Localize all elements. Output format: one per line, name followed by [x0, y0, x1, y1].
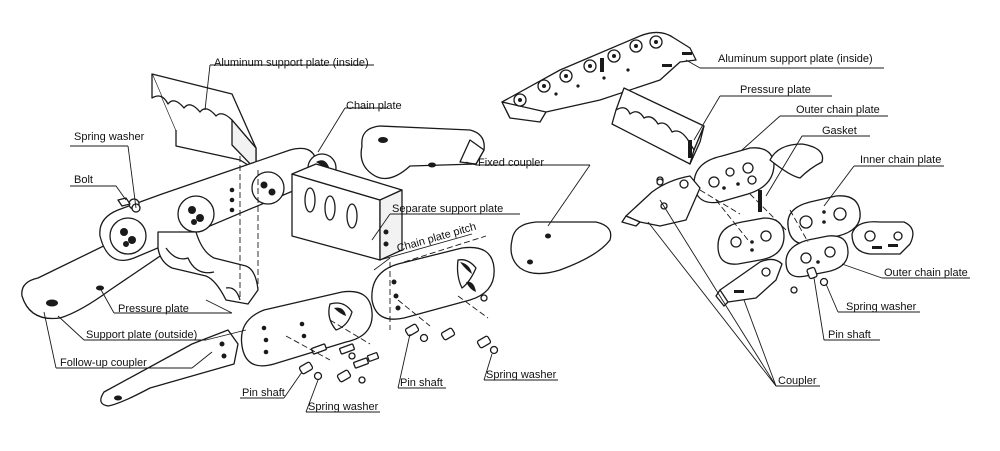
- label-fixed-coupler: Fixed coupler: [478, 157, 544, 169]
- spring-washer-icon: [313, 294, 499, 384]
- label-aluminum-support-plate-inside: Aluminum support plate (inside): [214, 57, 369, 69]
- label-pin-shaft-right: Pin shaft: [828, 329, 871, 341]
- right-middle-plates: [717, 217, 849, 278]
- label-support-plate-outside: Support plate (outside): [86, 329, 197, 341]
- left-fixed-coupler-upper: [360, 125, 485, 180]
- label-spring-washer-a: Spring washer: [308, 401, 379, 413]
- label-gasket: Gasket: [822, 125, 857, 137]
- pin-shaft-icon: [806, 266, 818, 280]
- label-spring-washer-top: Spring washer: [74, 131, 145, 143]
- pin-shaft-icon: [298, 323, 492, 383]
- label-separate-support-plate: Separate support plate: [392, 203, 503, 215]
- right-aluminum-support-plate: [611, 87, 705, 165]
- right-end-plate: [851, 221, 914, 255]
- left-pressure-plate-block: [157, 231, 259, 305]
- label-follow-up-coupler: Follow-up coupler: [60, 357, 147, 369]
- label-coupler: Coupler: [778, 375, 817, 387]
- label-pin-shaft-b: Pin shaft: [400, 377, 443, 389]
- left-outer-chain-plate: [99, 147, 337, 262]
- right-outer-chain-plate-top: [693, 147, 775, 204]
- right-construction-lines: [699, 189, 809, 243]
- label-pressure-plate: Pressure plate: [118, 303, 189, 315]
- left-separate-support-plate: [291, 163, 403, 261]
- left-fixed-coupler-lower: [510, 221, 612, 275]
- label-pin-shaft-a: Pin shaft: [242, 387, 285, 399]
- right-labels: Aluminum support plate (inside) Pressure…: [718, 53, 968, 387]
- spring-washer-icon: [656, 178, 829, 294]
- left-construction-lines: [239, 156, 489, 361]
- right-coupler-bottom: [715, 258, 783, 307]
- right-leader-lines: [647, 59, 970, 387]
- right-gasket: [758, 143, 824, 212]
- label-spring-washer-b: Spring washer: [486, 369, 557, 381]
- screw-icon: [311, 343, 380, 369]
- label-outer-chain-plate-top: Outer chain plate: [796, 104, 880, 116]
- right-assembled-chain: [501, 31, 697, 123]
- right-fasteners: [656, 178, 829, 294]
- left-fasteners: [117, 197, 499, 384]
- left-leader-lines: [43, 64, 591, 413]
- label-inner-chain-plate: Inner chain plate: [860, 154, 941, 166]
- right-coupler-left: [621, 175, 701, 227]
- label-spring-washer-right: Spring washer: [846, 301, 917, 313]
- left-middle-chain-plate: [371, 246, 495, 320]
- label-aluminum-support-plate-inside-right: Aluminum support plate (inside): [718, 53, 873, 65]
- right-inner-chain-plate: [787, 195, 861, 245]
- label-bolt: Bolt: [74, 174, 93, 186]
- label-outer-chain-plate-bottom: Outer chain plate: [884, 267, 968, 279]
- label-pressure-plate-right: Pressure plate: [740, 84, 811, 96]
- label-chain-plate: Chain plate: [346, 100, 402, 112]
- left-aluminum-support-plate: [151, 73, 257, 171]
